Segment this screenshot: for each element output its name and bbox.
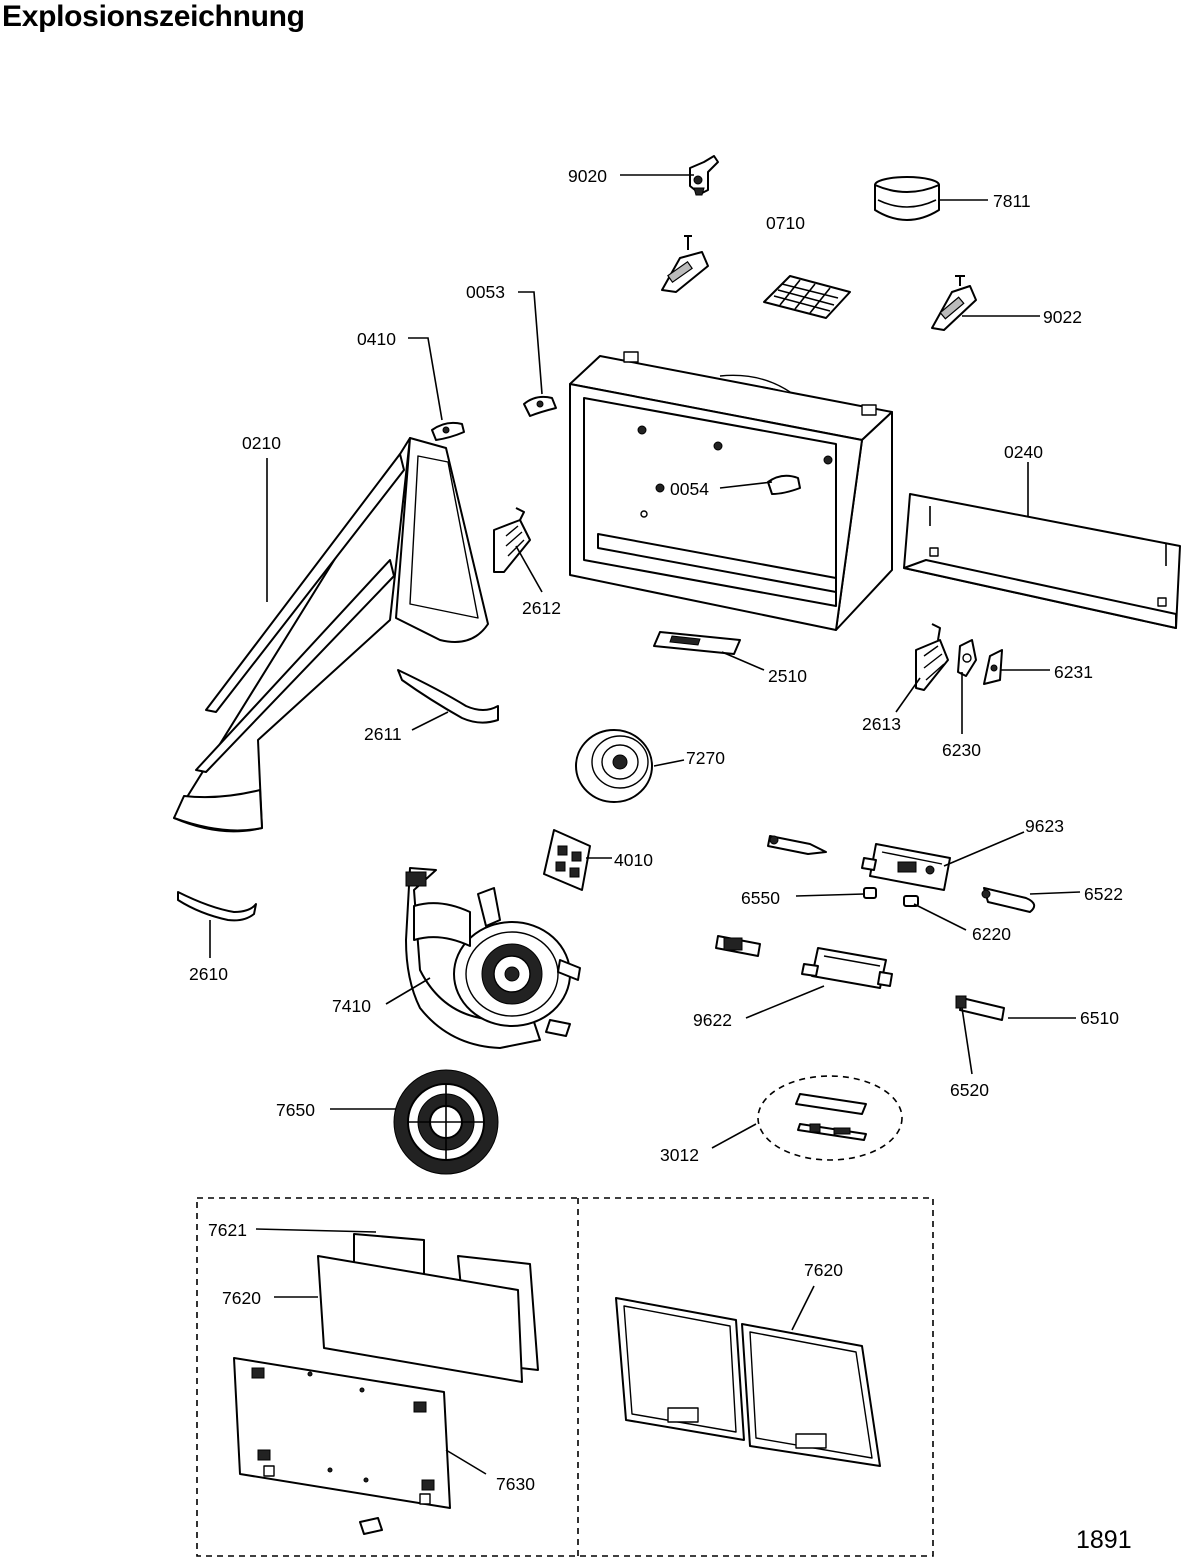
label-7811: 7811 bbox=[993, 191, 1031, 211]
label-7650: 7650 bbox=[276, 1100, 315, 1120]
part-2510 bbox=[653, 631, 741, 655]
part-0210 bbox=[173, 437, 489, 833]
label-6520: 6520 bbox=[950, 1080, 989, 1100]
page-title: Explosionszeichnung bbox=[2, 0, 305, 33]
part-housing bbox=[569, 351, 893, 631]
leader-lines bbox=[209, 174, 1081, 1475]
part-6550 bbox=[863, 887, 877, 899]
label-7620-left: 7620 bbox=[222, 1288, 261, 1308]
label-4010: 4010 bbox=[614, 850, 653, 870]
part-9022 bbox=[931, 275, 977, 331]
part-2612 bbox=[493, 507, 531, 573]
page-number: 1891 bbox=[1076, 1526, 1132, 1554]
part-7650 bbox=[393, 1069, 499, 1175]
label-9022: 9022 bbox=[1043, 307, 1082, 327]
part-6522 bbox=[981, 887, 1036, 913]
label-2613: 2613 bbox=[862, 714, 901, 734]
part-0054 bbox=[655, 474, 801, 495]
label-2612: 2612 bbox=[522, 598, 561, 618]
label-7410: 7410 bbox=[332, 996, 371, 1016]
part-7620-left bbox=[317, 1255, 523, 1383]
part-2611 bbox=[397, 669, 499, 724]
part-7410 bbox=[405, 867, 581, 1049]
part-7270 bbox=[575, 729, 653, 803]
label-9020: 9020 bbox=[568, 166, 607, 186]
label-6510: 6510 bbox=[1080, 1008, 1119, 1028]
label-3012: 3012 bbox=[660, 1145, 699, 1165]
part-9623 bbox=[861, 843, 951, 891]
part-7811 bbox=[874, 176, 940, 221]
label-2610: 2610 bbox=[189, 964, 228, 984]
label-2510: 2510 bbox=[768, 666, 807, 686]
part-9622 bbox=[801, 947, 893, 989]
part-labels: 9020 7811 0710 0053 9022 0410 0210 0240 … bbox=[189, 166, 1123, 1494]
label-0710: 0710 bbox=[766, 213, 805, 233]
part-0410 bbox=[431, 421, 465, 441]
label-9623: 9623 bbox=[1025, 816, 1064, 836]
part-bulb-lower bbox=[715, 935, 761, 957]
label-6550: 6550 bbox=[741, 888, 780, 908]
part-2613 bbox=[915, 623, 949, 691]
part-9020 bbox=[689, 155, 719, 196]
label-7270: 7270 bbox=[686, 748, 725, 768]
part-6230 bbox=[957, 639, 977, 677]
label-7630: 7630 bbox=[496, 1474, 535, 1494]
part-3012 bbox=[757, 1075, 903, 1161]
part-bulb-upper bbox=[767, 835, 827, 855]
label-9622: 9622 bbox=[693, 1010, 732, 1030]
label-0240: 0240 bbox=[1004, 442, 1043, 462]
part-0053 bbox=[523, 395, 557, 417]
label-6230: 6230 bbox=[942, 740, 981, 760]
label-0053: 0053 bbox=[466, 282, 505, 302]
part-0240 bbox=[903, 493, 1181, 629]
filter-kit-frame bbox=[196, 1197, 934, 1557]
part-7620-right bbox=[615, 1297, 881, 1467]
label-7620-right: 7620 bbox=[804, 1260, 843, 1280]
label-0210: 0210 bbox=[242, 433, 281, 453]
part-7630 bbox=[233, 1357, 451, 1535]
part-0710 bbox=[763, 275, 851, 319]
label-0410: 0410 bbox=[357, 329, 396, 349]
part-2610 bbox=[177, 891, 257, 922]
part-4010 bbox=[543, 829, 591, 891]
label-2611: 2611 bbox=[364, 724, 402, 744]
label-0054: 0054 bbox=[670, 479, 709, 499]
part-6231 bbox=[983, 649, 1003, 685]
part-bracket-left bbox=[661, 235, 709, 293]
label-7621: 7621 bbox=[208, 1220, 247, 1240]
label-6522: 6522 bbox=[1084, 884, 1123, 904]
label-6220: 6220 bbox=[972, 924, 1011, 944]
part-6510 bbox=[955, 995, 1005, 1021]
label-6231: 6231 bbox=[1054, 662, 1093, 682]
